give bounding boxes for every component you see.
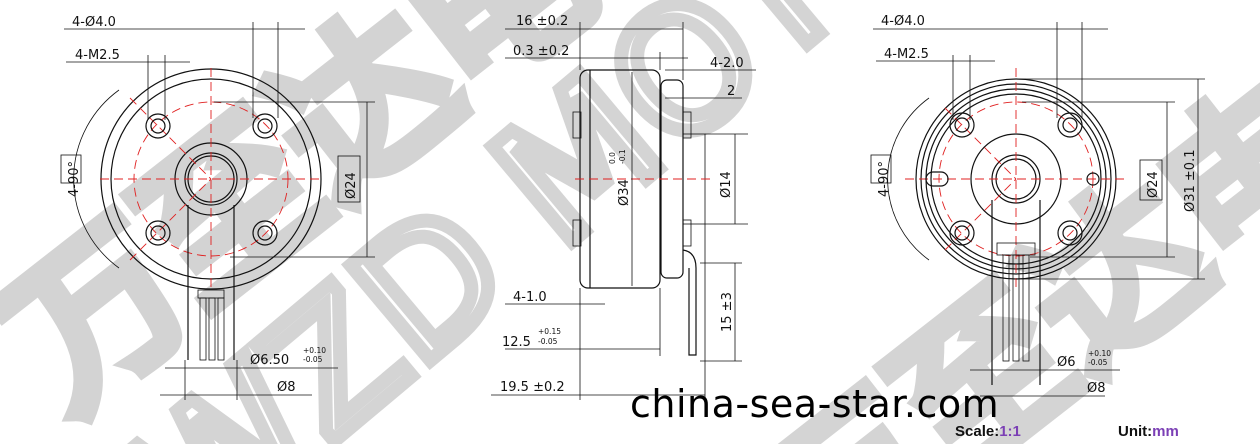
website-watermark: china-sea-star.com bbox=[630, 382, 1000, 426]
rear-boss-label: Ø8 bbox=[1087, 381, 1106, 396]
rear-shaft-tol-lower: -0.05 bbox=[1088, 358, 1108, 367]
front-pcd-label: Ø24 bbox=[344, 172, 359, 199]
unit-label: Unit: bbox=[1118, 423, 1153, 440]
rear-lead-wires bbox=[991, 200, 1041, 385]
side-body-length-label: 12.5 bbox=[502, 335, 531, 350]
side-overall-length-label: 19.5 ±0.2 bbox=[500, 380, 565, 395]
rear-bolt-holes bbox=[949, 112, 1083, 246]
side-diameter-label: Ø34 bbox=[617, 179, 632, 206]
front-boss-label: Ø8 bbox=[277, 380, 296, 395]
rear-shaft-tol-upper: +0.10 bbox=[1088, 349, 1111, 358]
rear-view: 4-Ø4.0 4-M2.5 4-90° Ø24 Ø31 ±0.1 Ø6 +0.1… bbox=[870, 14, 1205, 397]
side-diameter-tol-lower: -0.1 bbox=[618, 149, 627, 164]
unit-info: Unit:mm bbox=[1118, 423, 1179, 440]
side-flange-label: 2 bbox=[727, 84, 735, 99]
side-hub-diameter-label: Ø14 bbox=[719, 171, 734, 198]
bolt-holes bbox=[145, 113, 278, 246]
side-foot-label: 4-1.0 bbox=[513, 290, 547, 305]
front-shaft-outer-label: Ø6.50 bbox=[250, 353, 289, 368]
rear-pcd-label: Ø24 bbox=[1146, 171, 1161, 198]
front-angle-label: 4-90° bbox=[67, 161, 82, 197]
side-bolt-len-label: 4-2.0 bbox=[710, 56, 744, 71]
front-view: 4-Ø4.0 4-M2.5 4-90° Ø24 Ø6.50 +0.10 -0.0… bbox=[60, 15, 375, 400]
front-thread-label: 4-M2.5 bbox=[75, 48, 120, 63]
front-shaft-tol-lower: -0.05 bbox=[303, 355, 323, 364]
side-diameter-tol-upper: 0.0 bbox=[608, 152, 617, 164]
side-body-tol-lower: -0.05 bbox=[538, 337, 558, 346]
scale-info: Scale:1:1 bbox=[955, 423, 1021, 440]
rear-hole-diameter-label: 4-Ø4.0 bbox=[881, 14, 925, 29]
front-shaft-tol-upper: +0.10 bbox=[303, 346, 326, 355]
front-hole-diameter-label: 4-Ø4.0 bbox=[72, 15, 116, 30]
rear-thread-label: 4-M2.5 bbox=[884, 47, 929, 62]
scale-label: Scale: bbox=[955, 423, 1000, 440]
unit-value: mm bbox=[1152, 423, 1179, 440]
rear-outer-diameter-label: Ø31 ±0.1 bbox=[1183, 150, 1198, 212]
lead-wires bbox=[187, 205, 235, 361]
side-view: 16 ±0.2 0.3 ±0.2 4-2.0 2 Ø34 0.0 -0.1 Ø1… bbox=[491, 14, 756, 400]
scale-value: 1:1 bbox=[999, 423, 1021, 440]
rear-angle-label: 4-90° bbox=[877, 161, 892, 197]
side-lead-length-label: 15 ±3 bbox=[720, 292, 735, 332]
rear-shaft-label: Ø6 bbox=[1057, 355, 1076, 370]
side-body-tol-upper: +0.15 bbox=[538, 327, 561, 336]
side-gap-label: 0.3 ±0.2 bbox=[513, 44, 569, 59]
side-total-length-label: 16 ±0.2 bbox=[516, 14, 568, 29]
